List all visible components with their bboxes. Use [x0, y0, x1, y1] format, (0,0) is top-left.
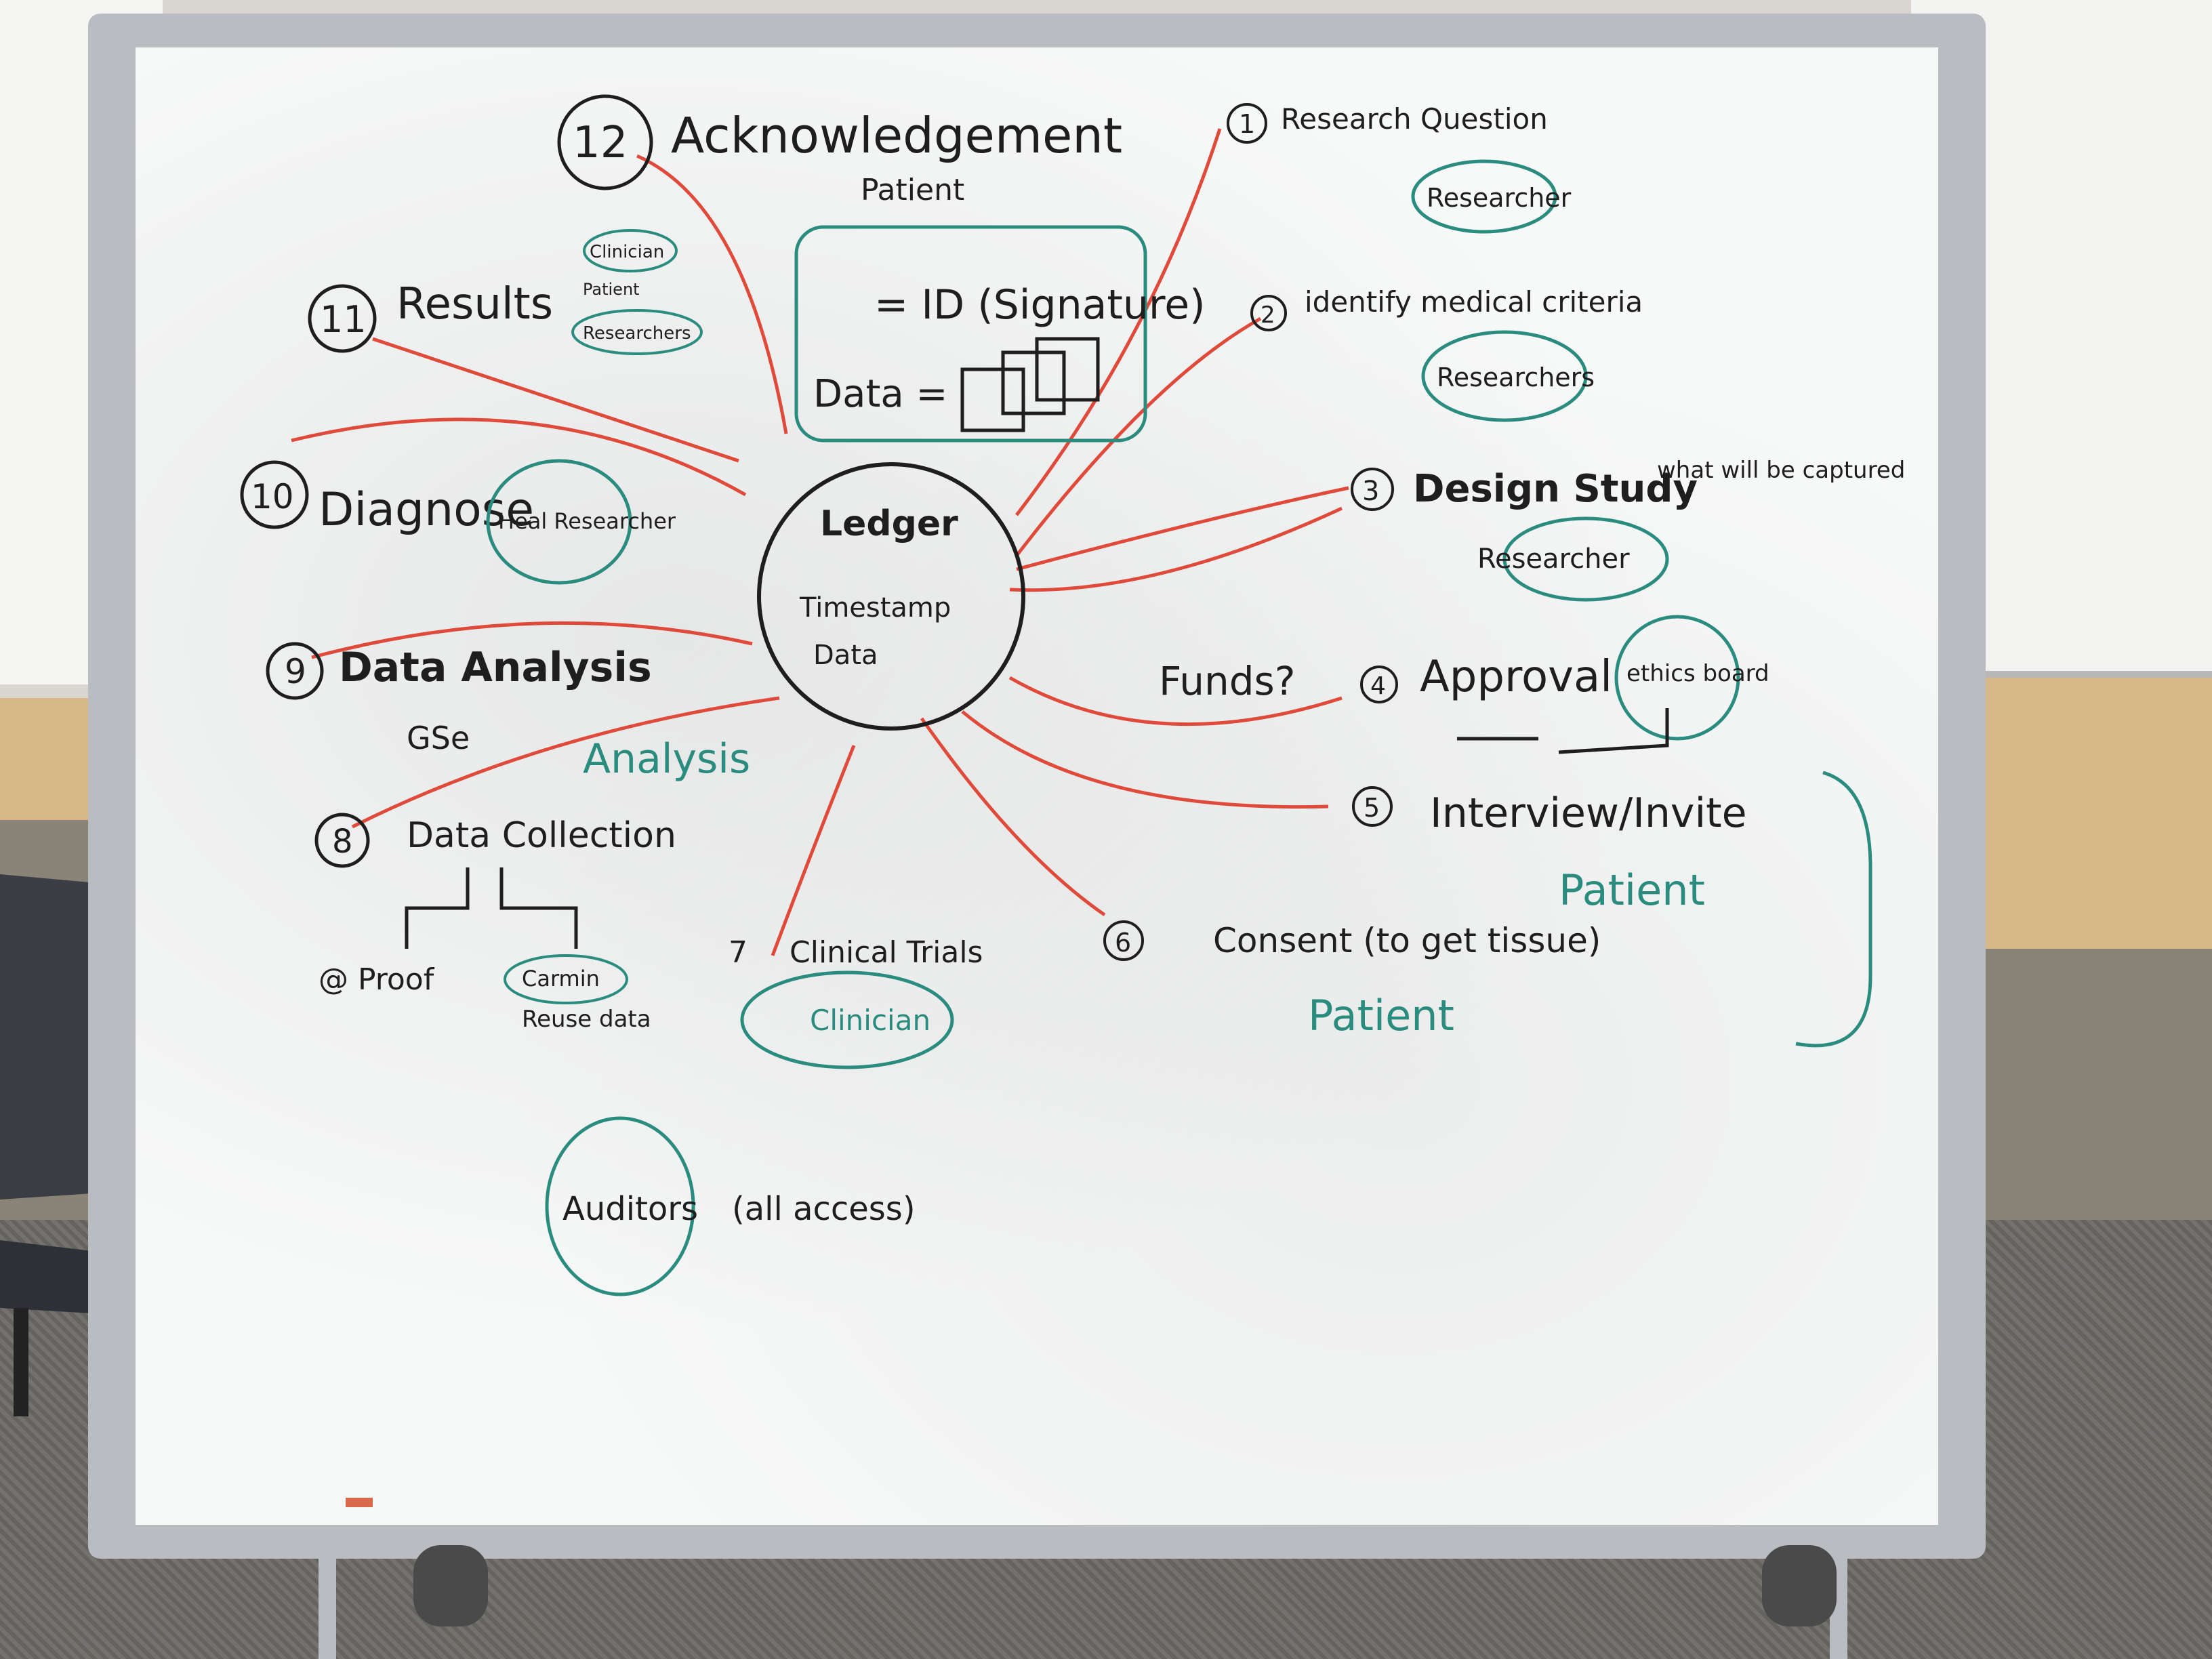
- step3-circle-text: Researcher: [1477, 544, 1630, 575]
- ledger-item-data: Data: [813, 640, 878, 671]
- step11-role-circle: [583, 229, 678, 272]
- caster-wheel-right: [1762, 1545, 1837, 1626]
- step6-title: Consent (to get tissue): [1213, 921, 1601, 960]
- step8-right1: Carmin: [522, 966, 600, 991]
- step1-number-circle: [1227, 103, 1267, 144]
- step5-title: Interview/Invite: [1430, 790, 1747, 837]
- step11-role-patient: Patient: [583, 280, 640, 299]
- step11-role-circle-researchers: [571, 309, 703, 355]
- step9-number: 9: [285, 652, 306, 691]
- auditors-paren: (all access): [732, 1190, 916, 1228]
- step11-role-researchers: Researchers: [583, 323, 691, 344]
- id-label: = ID (Signature): [874, 281, 1206, 329]
- step3-title: Design Study: [1413, 467, 1698, 511]
- step4-number-circle: [1360, 665, 1398, 703]
- step10-number: 10: [251, 477, 294, 516]
- step4-title: Approval: [1420, 652, 1612, 702]
- step10-circle-text: Heal Researcher: [498, 508, 676, 534]
- data-label: Data =: [813, 372, 947, 416]
- ledger-item-timestamp: Timestamp: [799, 592, 951, 623]
- step12-number: 12: [573, 118, 628, 168]
- step2-number: 2: [1261, 302, 1275, 329]
- step3-number: 3: [1362, 476, 1379, 507]
- ledger-title: Ledger: [820, 504, 958, 544]
- step8-right-circle: [504, 954, 628, 1004]
- step4-funds: Funds?: [1159, 658, 1296, 704]
- step11-number: 11: [320, 298, 367, 341]
- step3-note: what will be captured: [1657, 457, 1905, 484]
- brand-tag: [346, 1498, 373, 1507]
- step8-number-circle: [314, 813, 370, 868]
- step6-number: 6: [1115, 928, 1131, 958]
- step6-number-circle: [1103, 920, 1144, 961]
- whiteboard-surface: [136, 47, 1938, 1525]
- step11-number-circle: [308, 284, 377, 353]
- step7-number: 7: [729, 935, 747, 970]
- step8-title: Data Collection: [407, 815, 676, 856]
- auditors-circle: [545, 1116, 695, 1296]
- step6-patient: Patient: [1308, 991, 1454, 1040]
- step7-circle: [740, 970, 954, 1069]
- step4-arrows: [1457, 708, 1669, 754]
- step9-analysis: Analysis: [583, 735, 750, 783]
- step2-circle: [1421, 330, 1588, 422]
- step7-title: Clinical Trials: [790, 935, 983, 970]
- step9-number-circle: [266, 642, 324, 700]
- id-data-box: [794, 225, 1147, 443]
- step2-circle-text: Researchers: [1437, 363, 1595, 392]
- step3-circle: [1502, 516, 1669, 602]
- step5-patient: Patient: [1559, 865, 1705, 915]
- teal-bracket: [1795, 771, 1872, 1048]
- step2-number-circle: [1250, 295, 1287, 331]
- document-stack-icon: [960, 337, 1100, 432]
- step5-number-circle: [1352, 786, 1393, 827]
- caster-wheel-left: [413, 1545, 488, 1626]
- step5-number: 5: [1364, 793, 1380, 823]
- step9-title: Data Analysis: [339, 644, 652, 691]
- step12-sub: Patient: [861, 173, 964, 207]
- step7-circle-text: Clinician: [810, 1004, 930, 1037]
- step4-circle: [1614, 615, 1740, 741]
- step8-branch-arrows: [405, 867, 578, 949]
- whiteboard-leg-left: [319, 1552, 336, 1659]
- step10-number-circle: [240, 460, 309, 529]
- step1-circle-text: Researcher: [1427, 183, 1572, 213]
- step4-number: 4: [1370, 672, 1386, 700]
- step12-title: Acknowledgement: [671, 107, 1122, 164]
- step10-circle: [486, 459, 632, 585]
- step8-left: @ Proof: [319, 962, 435, 997]
- step1-number: 1: [1239, 109, 1255, 139]
- step1-title: Research Question: [1281, 102, 1548, 136]
- step8-number: 8: [332, 823, 353, 861]
- ledger-circle: [757, 462, 1025, 731]
- step9-arrow: GSe: [407, 720, 470, 756]
- auditors-text: Auditors: [562, 1190, 698, 1228]
- step11-role-clinician: Clinician: [590, 242, 664, 262]
- step1-circle: [1411, 159, 1557, 234]
- step3-number-circle: [1351, 468, 1394, 511]
- step8-right2: Reuse data: [522, 1006, 651, 1033]
- step2-title: identify medical criteria: [1305, 285, 1643, 319]
- step4-circle-text: ethics board: [1626, 660, 1769, 687]
- step12-number-circle: [557, 94, 653, 190]
- step11-title: Results: [396, 279, 553, 329]
